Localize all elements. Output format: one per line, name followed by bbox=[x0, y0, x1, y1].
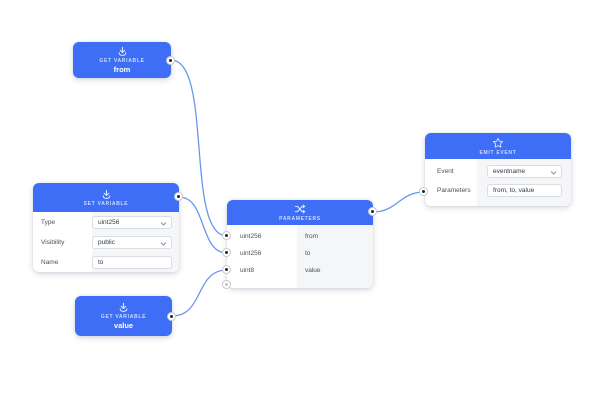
node-caption: EMIT EVENT bbox=[479, 149, 517, 156]
download-icon bbox=[101, 189, 112, 200]
node-emit-event[interactable]: EMIT EVENT Event eventname Parameters fr… bbox=[425, 133, 571, 206]
field-label-event: Event bbox=[437, 168, 454, 175]
field-label-parameters: Parameters bbox=[437, 187, 471, 194]
output-port-set-variable[interactable] bbox=[174, 192, 183, 201]
parameters-input[interactable]: from, to, value bbox=[487, 184, 562, 197]
node-caption: GET VARIABLE bbox=[100, 314, 147, 320]
output-port-value[interactable] bbox=[167, 312, 176, 321]
event-select-value: eventname bbox=[493, 168, 526, 175]
chevron-down-icon bbox=[160, 221, 167, 228]
parameter-type: uint256 bbox=[240, 250, 262, 257]
node-set-variable[interactable]: SET VARIABLE Type uint256 Visibility pub… bbox=[33, 183, 179, 272]
output-port-parameters[interactable] bbox=[368, 207, 377, 216]
variable-name-label: value bbox=[113, 321, 134, 330]
input-port-parameters-to[interactable] bbox=[222, 248, 231, 257]
parameter-type: uint256 bbox=[240, 233, 262, 240]
node-parameters[interactable]: PARAMETERS uint256 from uint256 to uint8… bbox=[227, 200, 373, 288]
connection-wire-setvariable-to-parameters[interactable] bbox=[178, 196, 228, 254]
name-input[interactable]: to bbox=[92, 255, 172, 269]
type-select-value: uint256 bbox=[98, 218, 120, 226]
node-get-variable-from[interactable]: GET VARIABLE from bbox=[73, 42, 171, 78]
add-parameter-port[interactable] bbox=[222, 280, 231, 289]
connection-wire-from-to-parameters[interactable] bbox=[170, 59, 228, 237]
input-port-parameters-from[interactable] bbox=[222, 231, 231, 240]
type-select[interactable]: uint256 bbox=[92, 215, 172, 229]
node-caption: GET VARIABLE bbox=[99, 58, 145, 64]
field-label-type: Type bbox=[41, 218, 56, 226]
input-port-emit-event-parameters[interactable] bbox=[419, 187, 428, 196]
node-get-variable-value[interactable]: GET VARIABLE value bbox=[75, 296, 172, 336]
shuffle-icon bbox=[294, 203, 306, 215]
field-label-name: Name bbox=[41, 258, 59, 266]
node-caption: SET VARIABLE bbox=[83, 200, 129, 207]
visibility-select-value: public bbox=[98, 238, 115, 246]
download-icon bbox=[118, 302, 129, 313]
field-label-visibility: Visibility bbox=[41, 238, 65, 246]
parameter-type: uint8 bbox=[240, 267, 255, 274]
variable-name-label: from bbox=[113, 65, 131, 74]
parameters-input-value: from, to, value bbox=[493, 187, 535, 194]
visibility-select[interactable]: public bbox=[92, 235, 172, 249]
download-icon bbox=[117, 46, 128, 57]
name-input-value: to bbox=[98, 258, 104, 266]
parameter-name: value bbox=[305, 267, 321, 274]
chevron-down-icon bbox=[160, 241, 167, 248]
connection-wire-value-to-parameters[interactable] bbox=[171, 269, 228, 317]
parameter-name: from bbox=[305, 233, 318, 240]
star-icon bbox=[492, 137, 504, 149]
fields-column-background bbox=[297, 225, 373, 288]
input-port-parameters-value[interactable] bbox=[222, 265, 231, 274]
output-port-from[interactable] bbox=[166, 56, 175, 65]
chevron-down-icon bbox=[550, 170, 557, 177]
event-select[interactable]: eventname bbox=[487, 165, 562, 178]
node-caption: PARAMETERS bbox=[279, 216, 321, 222]
connection-wire-parameters-to-emitevent[interactable] bbox=[372, 191, 425, 213]
parameter-name: to bbox=[305, 250, 311, 257]
